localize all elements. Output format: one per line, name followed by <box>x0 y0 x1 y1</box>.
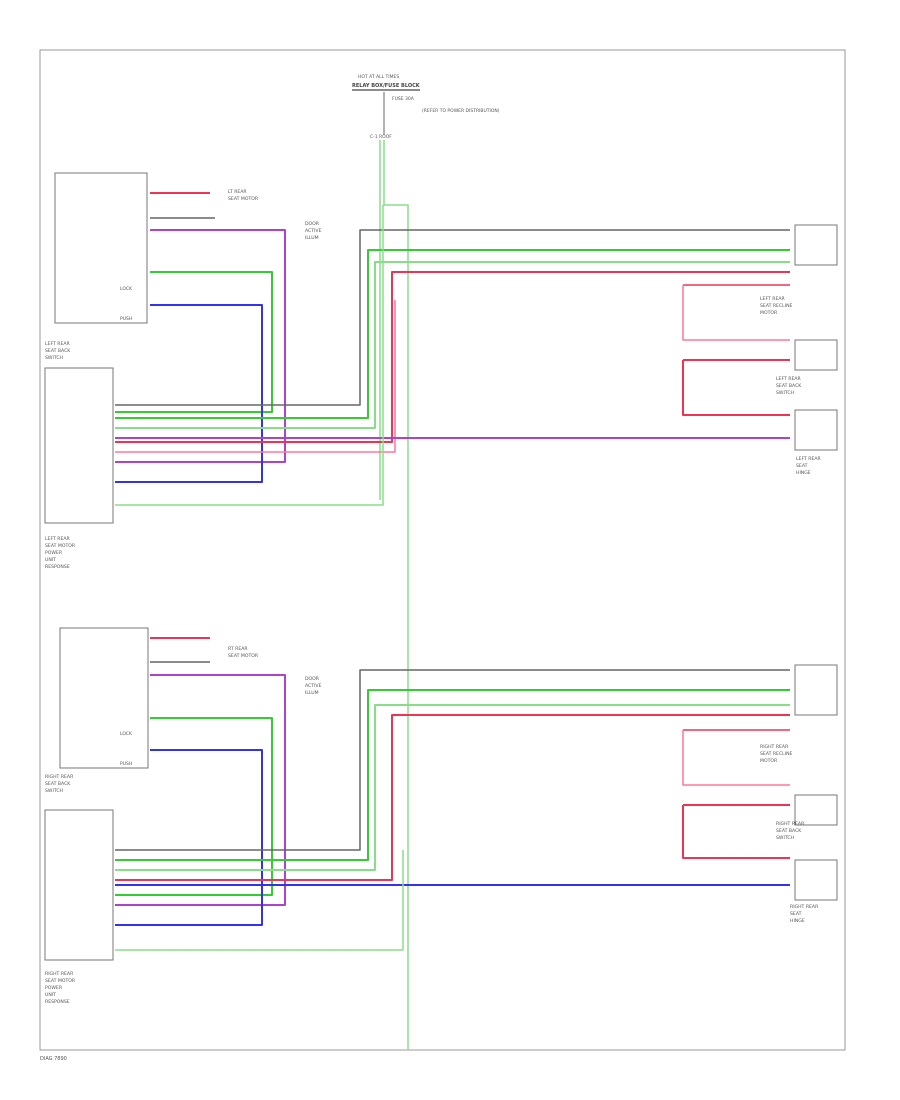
lt-door-note-1: DOOR <box>305 221 320 227</box>
lt-motor3-label-2: SEAT <box>796 463 808 469</box>
wire-1 <box>383 140 409 1050</box>
wire-9 <box>115 249 790 419</box>
wire-15 <box>682 285 790 341</box>
rt-push-label: PUSH <box>120 761 132 767</box>
lt-motor-connector-3 <box>794 409 838 451</box>
rt-fuse-note-1: RT REAR <box>228 646 248 652</box>
wire-33 <box>115 850 404 951</box>
lt-motor2-label-3: SWITCH <box>776 390 794 396</box>
wire-25 <box>115 689 790 861</box>
rt-module-label-2: SEAT MOTOR <box>45 978 76 984</box>
rt-motor-label-3: MOTOR <box>760 758 778 764</box>
rt-motor3-label-2: SEAT <box>790 911 802 917</box>
wire-10 <box>115 261 790 429</box>
wire-8 <box>115 229 790 406</box>
rt-module-label-5: RESPONSE <box>45 999 70 1005</box>
lt-motor2-label-1: LEFT REAR <box>776 376 802 382</box>
footer-code: DIAG 7890 <box>40 1056 67 1062</box>
wire-24 <box>115 669 790 851</box>
lt-switch-label-2: SEAT BACK <box>45 348 71 354</box>
title-block: HOT AT ALL TIMES RELAY BOX/FUSE BLOCK FU… <box>352 74 500 140</box>
lt-lock-label: LOCK <box>120 286 133 292</box>
wire-22 <box>115 717 273 896</box>
lt-module-box <box>44 367 114 524</box>
lt-module-label-4: UNIT <box>45 557 56 563</box>
rt-switch-label-3: SWITCH <box>45 788 63 794</box>
rt-motor2-label-1: RIGHT REAR <box>776 821 805 827</box>
rt-motor-connector-3 <box>794 859 838 901</box>
rt-door-note-3: ILLUM <box>305 690 319 696</box>
rt-motor-label-2: SEAT RECLINE <box>760 751 793 757</box>
lt-motor3-label-3: HINGE <box>796 470 811 476</box>
wire-23 <box>115 749 263 926</box>
rt-door-note-1: DOOR <box>305 676 320 682</box>
wire-5 <box>115 229 286 463</box>
title-line2: RELAY BOX/FUSE BLOCK <box>352 83 421 89</box>
rt-motor-connector-1 <box>794 664 838 716</box>
rt-module-label-4: UNIT <box>45 992 56 998</box>
lt-motor-label-3: MOTOR <box>760 310 778 316</box>
title-ref: (REFER TO POWER DISTRIBUTION) <box>422 108 500 114</box>
rt-module-label-3: POWER <box>45 985 63 991</box>
rt-lock-label: LOCK <box>120 731 133 737</box>
rt-motor2-label-3: SWITCH <box>776 835 794 841</box>
wire-26 <box>115 704 790 871</box>
wire-17 <box>682 360 790 416</box>
lt-door-note-3: ILLUM <box>305 235 319 241</box>
rt-switch-label-1: RIGHT REAR <box>45 774 74 780</box>
lt-module-label-2: SEAT MOTOR <box>45 543 76 549</box>
diagram-border <box>39 49 846 1051</box>
lt-module-label-5: RESPONSE <box>45 564 70 570</box>
rt-fuse-note-2: SEAT MOTOR <box>228 653 259 659</box>
title-fuse: FUSE 30A <box>392 96 415 102</box>
lt-module-label-3: POWER <box>45 550 63 556</box>
wire-12 <box>115 300 396 453</box>
wires-group <box>115 140 790 1050</box>
rt-door-note-2: ACTIVE <box>305 683 322 689</box>
wire-6 <box>115 271 273 413</box>
lt-switch-label-1: LEFT REAR <box>45 341 71 347</box>
title-pin: C-1 ROOF <box>370 134 392 140</box>
rt-motor-connector-2 <box>794 794 838 826</box>
lt-motor-label-1: LEFT REAR <box>760 296 786 302</box>
lt-motor-connector-1 <box>794 224 838 266</box>
rt-motor3-label-1: RIGHT REAR <box>790 904 819 910</box>
lt-fuse-note-2: SEAT MOTOR <box>228 196 259 202</box>
lt-fuse-note-1: LT REAR <box>228 189 247 195</box>
wire-27 <box>115 714 790 881</box>
rt-module-label-1: RIGHT REAR <box>45 971 74 977</box>
lt-motor-label-2: SEAT RECLINE <box>760 303 793 309</box>
wire-18 <box>115 205 384 506</box>
lt-switch-label-3: SWITCH <box>45 355 63 361</box>
rt-switch-box <box>59 627 149 769</box>
rt-motor2-label-2: SEAT BACK <box>776 828 802 834</box>
wire-30 <box>682 730 790 786</box>
rt-switch-label-2: SEAT BACK <box>45 781 71 787</box>
lt-door-note-2: ACTIVE <box>305 228 322 234</box>
rt-motor3-label-3: HINGE <box>790 918 805 924</box>
wire-11 <box>115 271 790 443</box>
lt-switch-box <box>54 172 148 324</box>
lt-push-label: PUSH <box>120 316 132 322</box>
wire-21 <box>115 674 286 906</box>
lt-motor-connector-2 <box>794 339 838 371</box>
rt-motor-label-1: RIGHT REAR <box>760 744 789 750</box>
wire-7 <box>115 304 263 483</box>
lt-motor3-label-1: LEFT REAR <box>796 456 822 462</box>
title-line1: HOT AT ALL TIMES <box>358 74 399 80</box>
rt-module-box <box>44 809 114 961</box>
lt-motor2-label-2: SEAT BACK <box>776 383 802 389</box>
lt-module-label-1: LEFT REAR <box>45 536 71 542</box>
wire-32 <box>682 805 790 859</box>
